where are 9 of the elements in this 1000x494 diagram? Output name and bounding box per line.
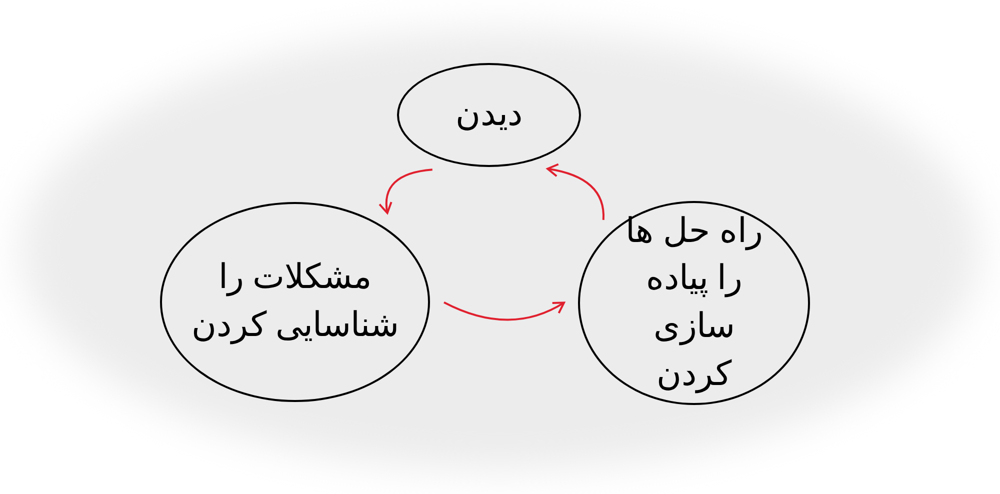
arrow xyxy=(444,301,565,321)
node-label: مشکلات را شناسایی کردن xyxy=(190,257,400,346)
process-ellipse xyxy=(397,63,581,167)
process-ellipse xyxy=(160,202,430,402)
process-ellipse xyxy=(578,201,810,405)
node-label: راه حل ها را پیاده سازی کردن xyxy=(624,210,764,396)
arrow xyxy=(379,168,432,214)
node-label: دیدن xyxy=(454,94,524,136)
arrow xyxy=(546,164,604,220)
